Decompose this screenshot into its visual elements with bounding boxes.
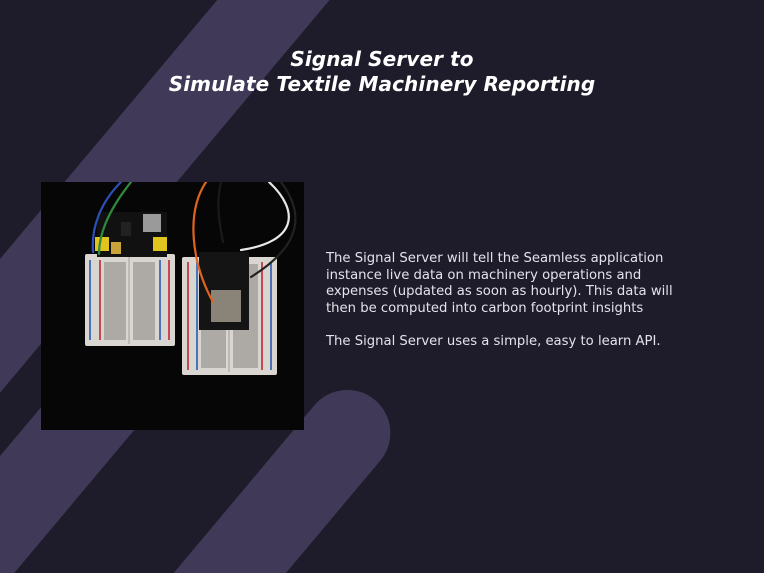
description-text: The Signal Server will tell the Seamless…	[326, 251, 696, 367]
title-line-2: Simulate Textile Machinery Reporting	[168, 72, 596, 96]
wires	[91, 182, 297, 304]
right-breadboard	[182, 252, 277, 375]
title-line-1: Signal Server to	[290, 47, 474, 71]
breadboard-illustration	[41, 182, 304, 430]
paragraph-1: The Signal Server will tell the Seamless…	[326, 251, 673, 316]
stripe-3	[0, 389, 391, 573]
left-breadboard	[85, 212, 175, 346]
paragraph-2: The Signal Server uses a simple, easy to…	[326, 333, 661, 349]
breadboard-photo	[41, 182, 304, 430]
slide-title: Signal Server to Simulate Textile Machin…	[0, 47, 764, 97]
